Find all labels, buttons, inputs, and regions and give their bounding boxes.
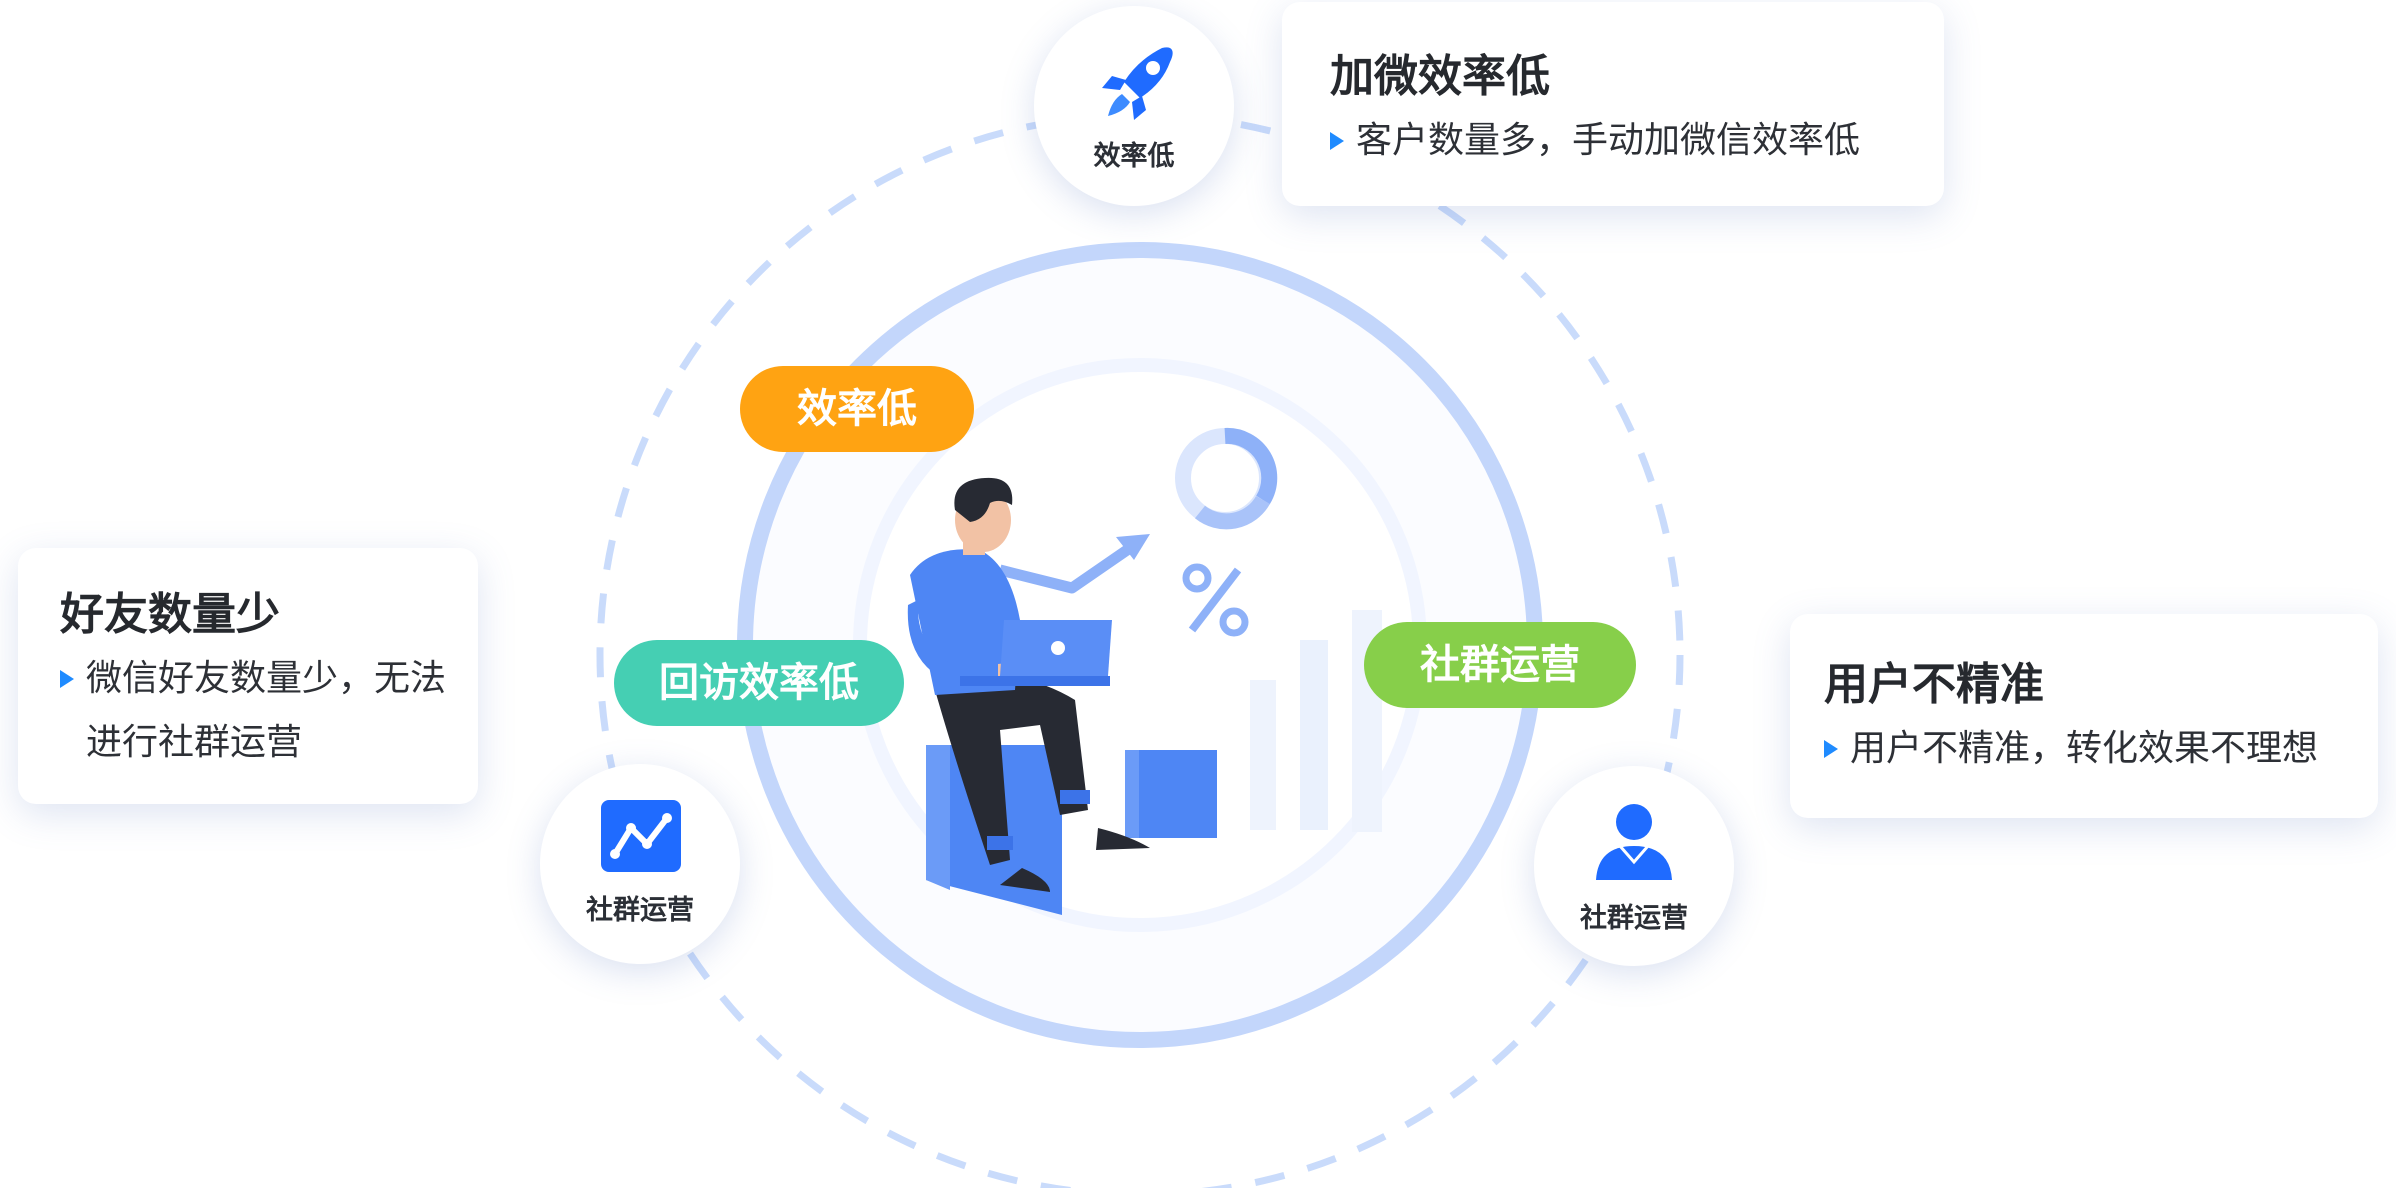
badge-community-left: 社群运营 (540, 764, 740, 964)
donut-chart-icon (1175, 427, 1278, 530)
pill-efficiency-low: 效率低 (740, 366, 974, 452)
card-title: 加微效率低 (1330, 51, 1550, 102)
badge-efficiency: 效率低 (1034, 6, 1234, 206)
bullet-icon (1824, 740, 1838, 758)
badge-community-right: 社群运营 (1534, 766, 1734, 966)
trend-arrow-icon (998, 534, 1150, 594)
card-line: 用户不精准，转化效果不理想 (1850, 728, 2319, 769)
badge-label: 社群运营 (1580, 903, 1688, 934)
callout-card-friends: 好友数量少 微信好友数量少，无法 进行社群运营 (18, 548, 478, 804)
card-title: 好友数量少 (60, 589, 280, 640)
line-chart-icon (601, 800, 681, 872)
card-tail (1748, 712, 1800, 762)
chart-bar (1300, 640, 1328, 830)
percent-icon (1182, 563, 1249, 637)
badge-label: 效率低 (1093, 141, 1175, 172)
card-tail (480, 650, 530, 712)
bar-chart-icon (1125, 610, 1382, 838)
user-icon (1596, 804, 1672, 880)
chart-bar (1250, 680, 1276, 830)
rocket-icon (1102, 47, 1173, 120)
callout-card-users: 用户不精准 用户不精准，转化效果不理想 (1790, 614, 2378, 818)
pill-revisit-efficiency-low: 回访效率低 (614, 640, 904, 726)
pill-community-operation: 社群运营 (1364, 622, 1636, 708)
bullet-icon (60, 670, 74, 688)
chart-bar (1125, 750, 1139, 838)
card-line: 客户数量多，手动加微信效率低 (1356, 120, 1861, 161)
badge-label: 社群运营 (586, 895, 694, 926)
person-with-laptop-illustration (907, 477, 1150, 915)
chart-bar (1125, 750, 1217, 838)
card-line: 进行社群运营 (86, 722, 303, 763)
callout-card-efficiency: 加微效率低 客户数量多，手动加微信效率低 (1282, 2, 1944, 206)
card-line: 微信好友数量少，无法 (86, 658, 447, 699)
card-title: 用户不精准 (1824, 659, 2044, 710)
bullet-icon (1330, 132, 1344, 150)
